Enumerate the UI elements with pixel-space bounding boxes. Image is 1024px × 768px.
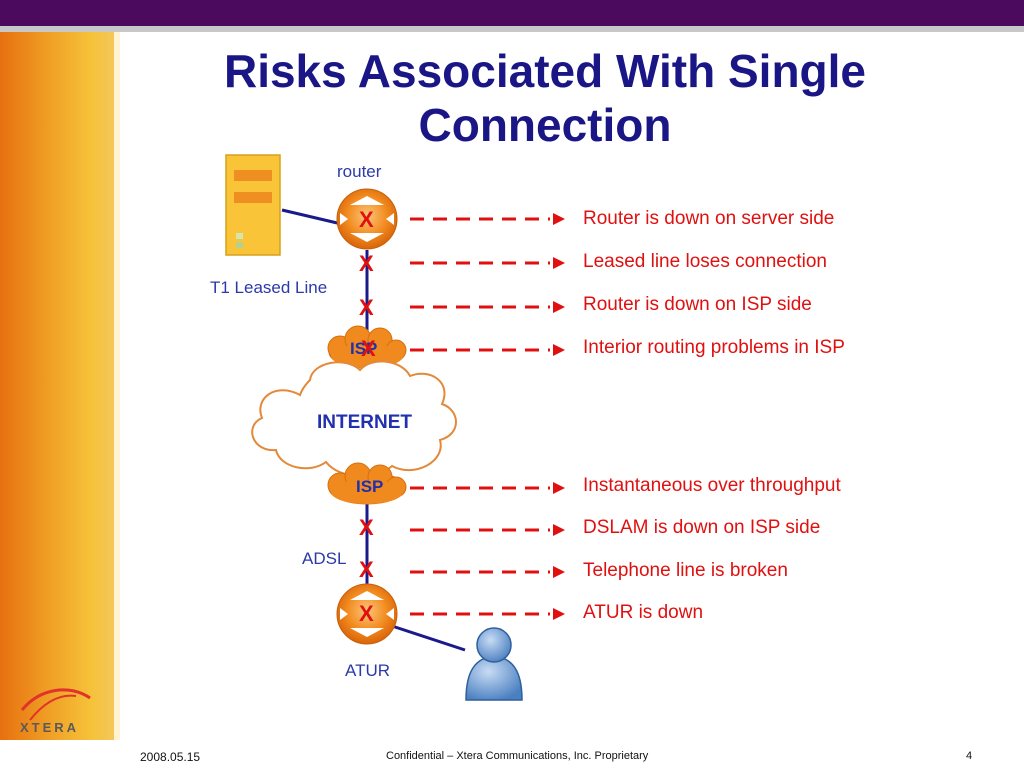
internet-label: INTERNET bbox=[317, 412, 412, 433]
fault-mark-3: X bbox=[359, 295, 374, 320]
arrowheads bbox=[553, 213, 565, 620]
top-banner-divider bbox=[0, 26, 1024, 32]
fault-mark-6: X bbox=[359, 515, 374, 540]
atur-user-link bbox=[391, 624, 466, 652]
isp-bottom-cloud-icon bbox=[327, 462, 407, 505]
risk-item: Instantaneous over throughput bbox=[583, 475, 841, 496]
slide-title: Risks Associated With Single Connection bbox=[120, 44, 970, 152]
risk-item: Leased line loses connection bbox=[583, 251, 828, 272]
footer-date: 2008.05.15 bbox=[140, 750, 201, 764]
isp-bottom-label: ISP bbox=[356, 477, 384, 496]
fault-mark-8: X bbox=[359, 601, 374, 626]
router-icon bbox=[336, 188, 398, 250]
fault-mark-7: X bbox=[359, 557, 374, 582]
slide-title-line-1: Risks Associated With Single bbox=[223, 45, 867, 97]
internet-cloud-icon bbox=[251, 360, 457, 478]
fault-mark-1: X bbox=[359, 207, 374, 232]
slide-title-line-2: Connection bbox=[418, 99, 672, 151]
footer-page-number: 4 bbox=[966, 750, 973, 762]
left-sidebar-gradient bbox=[0, 32, 114, 740]
footer-confidential: Confidential – Xtera Communications, Inc… bbox=[386, 750, 649, 762]
top-banner bbox=[0, 0, 1024, 26]
xtera-logo-icon bbox=[20, 688, 91, 721]
risk-item: Telephone line is broken bbox=[583, 560, 788, 581]
risk-item: Router is down on ISP side bbox=[583, 294, 812, 315]
user-icon bbox=[465, 627, 523, 701]
risk-item: ATUR is down bbox=[583, 602, 704, 623]
risk-item: Router is down on server side bbox=[583, 208, 835, 229]
risk-item: DSLAM is down on ISP side bbox=[583, 517, 821, 538]
atur-router-icon bbox=[336, 583, 398, 645]
atur-label: ATUR bbox=[345, 661, 391, 680]
server-icon bbox=[225, 154, 281, 256]
adsl-label: ADSL bbox=[302, 549, 347, 568]
fault-mark-4: X bbox=[361, 336, 376, 361]
isp-top-label: ISP bbox=[350, 339, 378, 358]
router-label: router bbox=[337, 162, 382, 181]
risk-item: Interior routing problems in ISP bbox=[583, 337, 845, 358]
sidebar-edge bbox=[114, 32, 120, 740]
fault-mark-2: X bbox=[359, 251, 374, 276]
t1-leased-line-label: T1 Leased Line bbox=[210, 278, 328, 297]
xtera-logo-text: XTERA bbox=[20, 720, 80, 735]
risk-arrows bbox=[410, 217, 550, 616]
